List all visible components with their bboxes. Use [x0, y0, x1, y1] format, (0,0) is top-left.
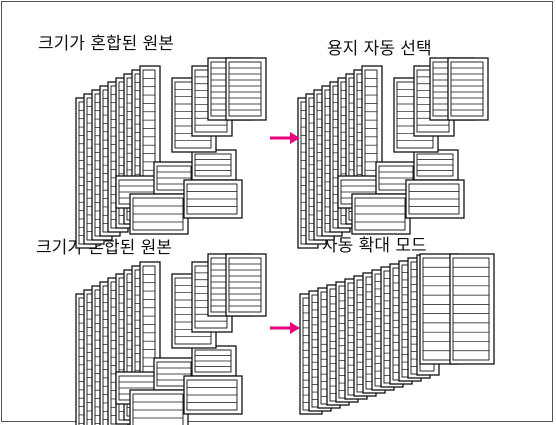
document-sheet: [183, 179, 243, 219]
document-sheet: [413, 149, 459, 181]
arrow-icon: [270, 322, 300, 334]
document-sheet: [449, 253, 495, 365]
document-sheet: [225, 253, 267, 317]
document-sheet: [129, 389, 189, 425]
document-sheet: [225, 57, 267, 121]
arrow-icon: [270, 132, 300, 144]
document-sheet: [447, 57, 489, 121]
document-sheet: [405, 179, 465, 219]
mixed-originals-stack-1: [75, 57, 267, 249]
document-sheet: [191, 149, 237, 181]
document-sheet: [183, 375, 243, 415]
document-sheet: [351, 193, 411, 235]
document-sheet: [191, 345, 237, 377]
label-auto-zoom-mode: 자동 확대 모드: [322, 236, 427, 256]
label-mixed-originals-1: 크기가 혼합된 원본: [38, 34, 174, 54]
label-auto-paper-select: 용지 자동 선택: [327, 39, 432, 59]
auto-zoom-stack: [299, 253, 495, 415]
label-mixed-originals-2: 크기가 혼합된 원본: [36, 238, 172, 258]
document-sheet: [129, 193, 189, 235]
mixed-originals-stack-2: [75, 253, 267, 425]
auto-paper-stack: [297, 57, 489, 249]
